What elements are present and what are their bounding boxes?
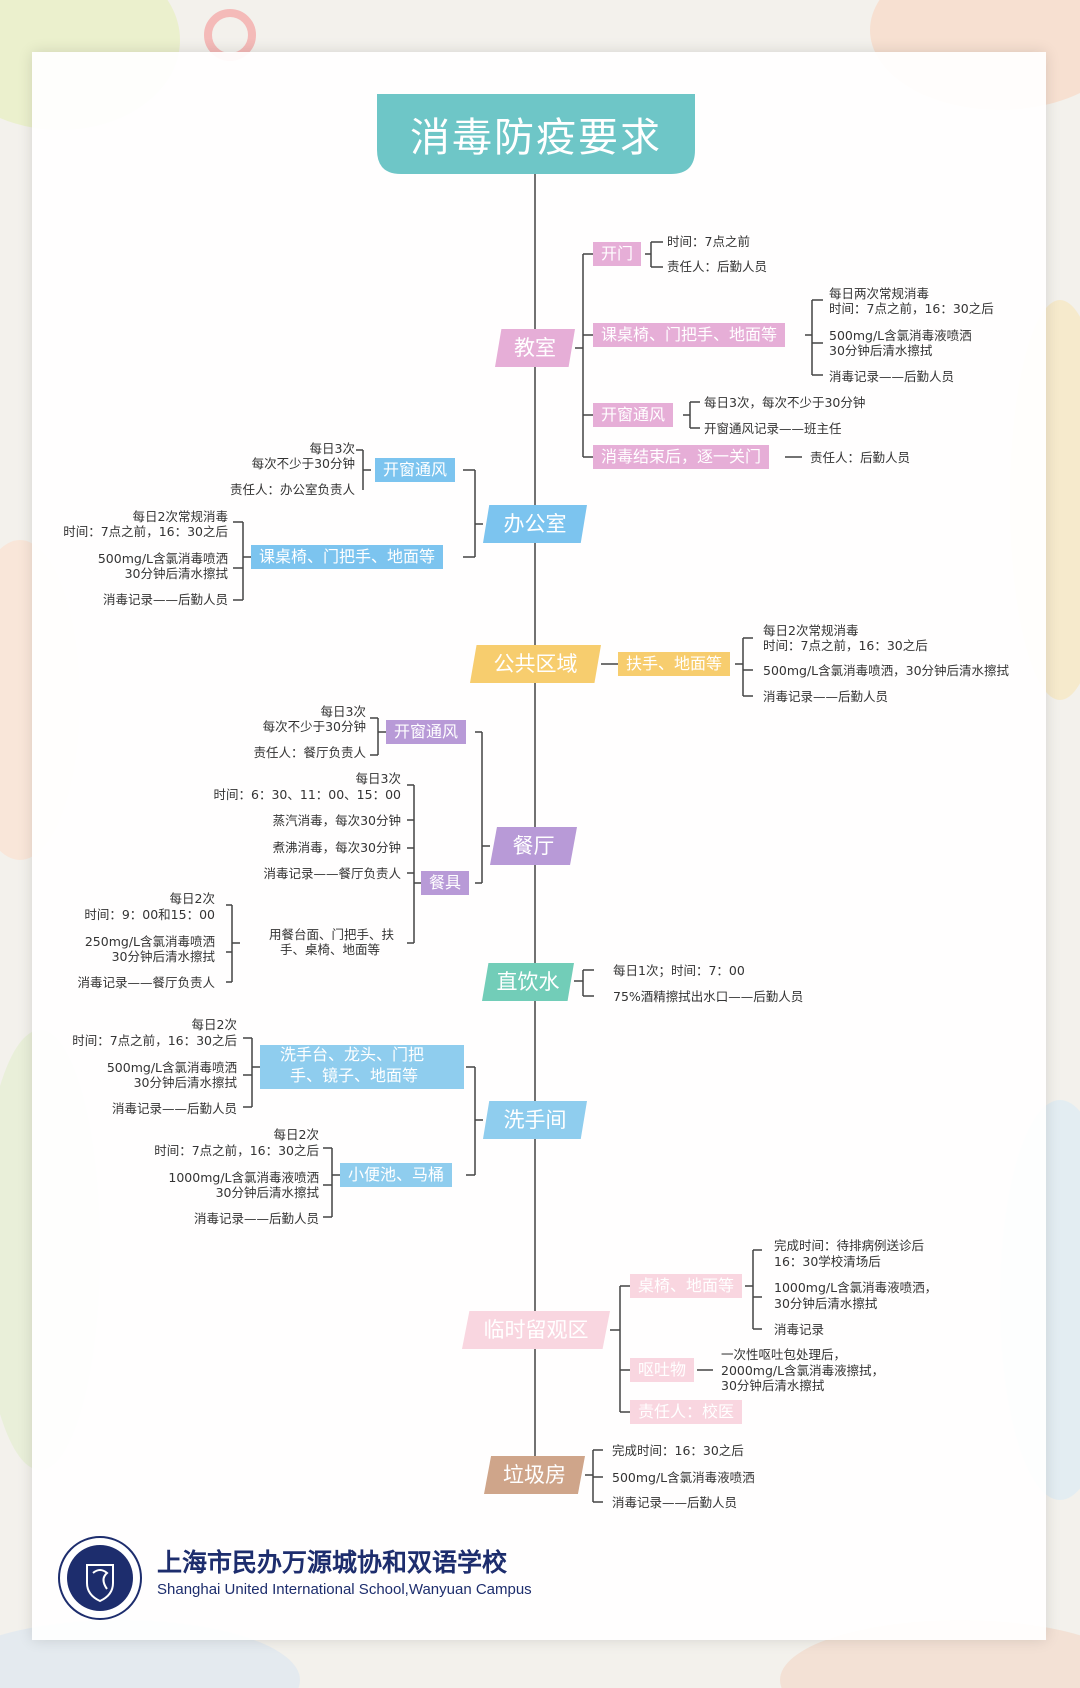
label-office-desks: 课桌椅、门把手、地面等 bbox=[251, 545, 444, 569]
text-iso-tables-2: 16：30学校清场后 bbox=[774, 1254, 881, 1269]
text-basin-3: 500mg/L含氯消毒喷洒 bbox=[106, 1060, 237, 1075]
text-desks-5: 消毒记录——后勤人员 bbox=[829, 369, 955, 384]
text-vomit-2: 2000mg/L含氯消毒液擦拭， bbox=[721, 1363, 885, 1378]
school-name-english: Shanghai United International School,Wan… bbox=[157, 1581, 532, 1598]
text-iso-tables-3: 1000mg/L含氯消毒液喷洒， bbox=[774, 1280, 938, 1295]
text-basin-4: 30分钟后清水擦拭 bbox=[133, 1075, 237, 1090]
label-classroom-close: 消毒结束后，逐一关门 bbox=[593, 445, 770, 469]
node-isolation: 临时留观区 bbox=[462, 1311, 610, 1349]
text-iso-tables-5: 消毒记录 bbox=[774, 1322, 825, 1337]
text-toilet-4: 30分钟后清水擦拭 bbox=[215, 1185, 319, 1200]
text-open-time: 时间：7点之前 bbox=[667, 234, 750, 249]
label-washroom-basin-1: 洗手台、龙头、门把 bbox=[280, 1045, 425, 1064]
title-banner bbox=[377, 94, 695, 174]
label-isolation-tables: 桌椅、地面等 bbox=[630, 1274, 743, 1298]
text-toilet-3: 1000mg/L含氯消毒液喷洒 bbox=[168, 1170, 319, 1185]
text-tables-label-2: 手、桌椅、地面等 bbox=[279, 942, 380, 957]
label-open-door: 开门 bbox=[593, 242, 642, 266]
text-office-desks-2: 时间：7点之前，16：30之后 bbox=[63, 524, 228, 539]
text-window-1: 每日3次，每次不少于30分钟 bbox=[704, 395, 866, 410]
text-close-1: 责任人：后勤人员 bbox=[810, 450, 911, 465]
text-office-desks-3: 500mg/L含氯消毒喷洒 bbox=[97, 551, 228, 566]
node-office: 办公室 bbox=[483, 505, 587, 543]
text-basin-1: 每日2次 bbox=[191, 1017, 237, 1032]
text-tables-2: 时间：9：00和15：00 bbox=[84, 907, 215, 922]
text-basin-2: 时间：7点之前，16：30之后 bbox=[72, 1033, 237, 1048]
text-garbage-3: 消毒记录——后勤人员 bbox=[612, 1495, 738, 1510]
text-garbage-1: 完成时间：16：30之后 bbox=[612, 1443, 744, 1458]
label-washroom-basin-2: 手、镜子、地面等 bbox=[290, 1066, 419, 1085]
text-tables-3: 250mg/L含氯消毒喷洒 bbox=[84, 934, 215, 949]
text-public-4: 消毒记录——后勤人员 bbox=[763, 689, 889, 704]
text-basin-5: 消毒记录——后勤人员 bbox=[111, 1101, 237, 1116]
text-tables-1: 每日2次 bbox=[169, 891, 215, 906]
text-dishes-1: 每日3次 bbox=[355, 771, 401, 786]
text-open-person: 责任人：后勤人员 bbox=[667, 259, 768, 274]
text-canteen-window-2: 每次不少于30分钟 bbox=[262, 719, 366, 734]
school-name: 上海市民办万源城协和双语学校 bbox=[157, 1548, 508, 1577]
school-logo-icon bbox=[58, 1536, 142, 1620]
label-washroom-basin bbox=[260, 1045, 464, 1089]
text-dishes-2: 时间：6：30、11：00、15：00 bbox=[213, 787, 401, 802]
text-desks-4: 30分钟后清水擦拭 bbox=[829, 343, 933, 358]
label-office-window: 开窗通风 bbox=[375, 458, 456, 482]
page-title: 消毒防疫要求 bbox=[410, 115, 662, 161]
node-canteen: 餐厅 bbox=[490, 827, 577, 865]
text-office-desks-5: 消毒记录——后勤人员 bbox=[102, 592, 228, 607]
text-dishes-3: 蒸汽消毒，每次30分钟 bbox=[272, 813, 401, 828]
node-water: 直饮水 bbox=[482, 963, 574, 1001]
text-toilet-5: 消毒记录——后勤人员 bbox=[193, 1211, 319, 1226]
text-office-window-1: 每日3次 bbox=[309, 441, 355, 456]
text-public-3: 500mg/L含氯消毒喷洒，30分钟后清水擦拭 bbox=[763, 663, 1010, 678]
text-tables-4: 30分钟后清水擦拭 bbox=[111, 949, 215, 964]
text-office-window-3: 责任人：办公室负责人 bbox=[229, 482, 355, 497]
node-garbage: 垃圾房 bbox=[484, 1456, 585, 1494]
text-public-2: 时间：7点之前，16：30之后 bbox=[763, 638, 928, 653]
text-desks-3: 500mg/L含氯消毒液喷洒 bbox=[829, 328, 972, 343]
text-tables-5: 消毒记录——餐厅负责人 bbox=[77, 975, 215, 990]
text-toilet-2: 时间：7点之前，16：30之后 bbox=[154, 1143, 319, 1158]
node-washroom: 洗手间 bbox=[483, 1101, 587, 1139]
text-canteen-window-3: 责任人：餐厅负责人 bbox=[253, 745, 366, 760]
text-office-desks-4: 30分钟后清水擦拭 bbox=[124, 566, 228, 581]
label-canteen-window: 开窗通风 bbox=[386, 720, 467, 744]
text-water-1: 每日1次；时间：7：00 bbox=[613, 963, 745, 978]
school-footer: 上海市民办万源城协和双语学校 Shanghai United Internati… bbox=[57, 1535, 657, 1625]
text-office-desks-1: 每日2次常规消毒 bbox=[132, 509, 228, 524]
text-canteen-window-1: 每日3次 bbox=[320, 704, 366, 719]
text-desks-2: 时间：7点之前，16：30之后 bbox=[829, 301, 994, 316]
text-iso-tables-4: 30分钟后清水擦拭 bbox=[774, 1296, 878, 1311]
text-window-2: 开窗通风记录——班主任 bbox=[704, 421, 842, 436]
label-canteen-dishes: 餐具 bbox=[421, 871, 470, 895]
text-tables-label-1: 用餐台面、门把手、扶 bbox=[268, 927, 394, 942]
text-garbage-2: 500mg/L含氯消毒液喷洒 bbox=[612, 1470, 755, 1485]
label-public-rail: 扶手、地面等 bbox=[618, 652, 731, 676]
text-vomit-1: 一次性呕吐包处理后， bbox=[721, 1347, 847, 1362]
text-public-1: 每日2次常规消毒 bbox=[763, 623, 859, 638]
node-public: 公共区域 bbox=[470, 645, 601, 683]
node-classroom: 教室 bbox=[495, 329, 575, 367]
label-classroom-window: 开窗通风 bbox=[593, 403, 674, 427]
label-isolation-vomit: 呕吐物 bbox=[630, 1358, 695, 1382]
text-dishes-5: 消毒记录——餐厅负责人 bbox=[263, 866, 401, 881]
text-toilet-1: 每日2次 bbox=[273, 1127, 319, 1142]
label-classroom-desks: 课桌椅、门把手、地面等 bbox=[593, 323, 786, 347]
text-office-window-2: 每次不少于30分钟 bbox=[251, 456, 355, 471]
label-washroom-toilet: 小便池、马桶 bbox=[340, 1163, 453, 1187]
label-isolation-person: 责任人：校医 bbox=[630, 1400, 743, 1424]
text-water-2: 75%酒精擦拭出水口——后勤人员 bbox=[613, 989, 804, 1004]
text-vomit-3: 30分钟后清水擦拭 bbox=[721, 1378, 825, 1393]
text-desks-1: 每日两次常规消毒 bbox=[829, 286, 930, 301]
text-iso-tables-1: 完成时间：待排病例送诊后 bbox=[774, 1238, 925, 1253]
text-dishes-4: 煮沸消毒，每次30分钟 bbox=[272, 840, 401, 855]
